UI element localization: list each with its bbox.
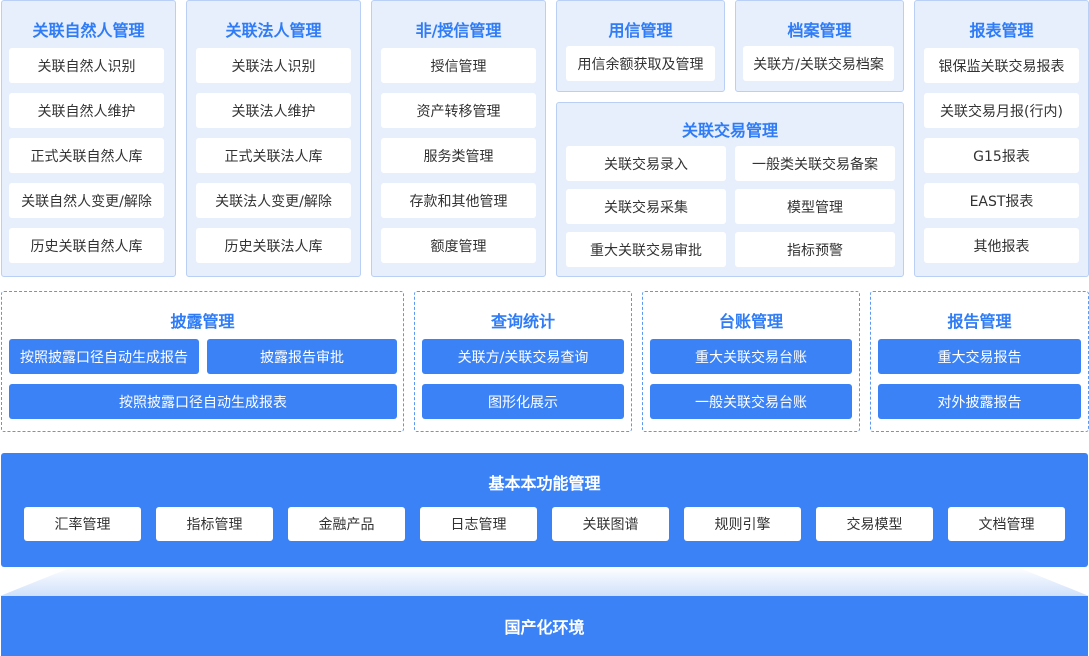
module-item[interactable]: 历史关联法人库 <box>196 228 351 263</box>
module-item[interactable]: 关联法人维护 <box>196 93 351 128</box>
module-title: 关联法人管理 <box>225 21 322 40</box>
module-item[interactable]: G15报表 <box>924 138 1079 173</box>
base-item[interactable]: 规则引擎 <box>684 507 801 541</box>
module-item[interactable]: 银保监关联交易报表 <box>924 48 1079 83</box>
base-item[interactable]: 文档管理 <box>948 507 1065 541</box>
module-item[interactable]: 正式关联法人库 <box>196 138 351 173</box>
module-title: 关联交易管理 <box>681 121 778 140</box>
module-item[interactable]: 对外披露报告 <box>878 384 1081 419</box>
module-credit: 非/授信管理 授信管理 资产转移管理 服务类管理 存款和其他管理 额度管理 <box>371 0 546 277</box>
base-item[interactable]: 交易模型 <box>816 507 933 541</box>
base-item[interactable]: 关联图谱 <box>552 507 669 541</box>
module-disclosure: 披露管理 按照披露口径自动生成报告 披露报告审批 按照披露口径自动生成报表 <box>1 291 404 432</box>
module-item[interactable]: 按照披露口径自动生成报告 <box>9 339 199 374</box>
module-item[interactable]: 服务类管理 <box>381 138 536 173</box>
module-legal-person: 关联法人管理 关联法人识别 关联法人维护 正式关联法人库 关联法人变更/解除 历… <box>186 0 361 277</box>
module-item[interactable]: 授信管理 <box>381 48 536 83</box>
module-item[interactable]: 重大关联交易审批 <box>566 232 726 267</box>
module-title: 报表管理 <box>969 21 1034 40</box>
base-functions-title: 基本本功能管理 <box>488 474 601 493</box>
module-item[interactable]: 存款和其他管理 <box>381 183 536 218</box>
environment-banner: 国产化环境 <box>1 596 1088 656</box>
module-item[interactable]: 历史关联自然人库 <box>9 228 164 263</box>
module-item[interactable]: 用信余额获取及管理 <box>566 46 715 81</box>
module-item[interactable]: 一般关联交易台账 <box>650 384 852 419</box>
module-reports: 报表管理 银保监关联交易报表 关联交易月报(行内) G15报表 EAST报表 其… <box>914 0 1089 277</box>
base-item[interactable]: 指标管理 <box>156 507 273 541</box>
module-query-stats: 查询统计 关联方/关联交易查询 图形化展示 <box>414 291 632 432</box>
module-item[interactable]: 关联法人识别 <box>196 48 351 83</box>
module-natural-person: 关联自然人管理 关联自然人识别 关联自然人维护 正式关联自然人库 关联自然人变更… <box>1 0 176 277</box>
module-item[interactable]: 关联方/关联交易档案 <box>743 46 894 81</box>
module-ledger: 台账管理 重大关联交易台账 一般关联交易台账 <box>642 291 860 432</box>
module-title: 台账管理 <box>718 312 783 331</box>
module-report-mgmt: 报告管理 重大交易报告 对外披露报告 <box>870 291 1089 432</box>
module-item[interactable]: 额度管理 <box>381 228 536 263</box>
module-title: 非/授信管理 <box>415 21 502 40</box>
module-item[interactable]: EAST报表 <box>924 183 1079 218</box>
module-item[interactable]: 正式关联自然人库 <box>9 138 164 173</box>
module-title: 档案管理 <box>787 21 852 40</box>
module-item[interactable]: 关联交易采集 <box>566 189 726 224</box>
base-item[interactable]: 日志管理 <box>420 507 537 541</box>
module-item[interactable]: 关联交易录入 <box>566 146 726 181</box>
module-item[interactable]: 按照披露口径自动生成报表 <box>9 384 397 419</box>
module-item[interactable]: 关联自然人识别 <box>9 48 164 83</box>
platform-top-surface <box>0 567 1089 596</box>
module-credit-usage: 用信管理 用信余额获取及管理 <box>556 0 725 92</box>
base-item[interactable]: 汇率管理 <box>24 507 141 541</box>
module-item[interactable]: 一般类关联交易备案 <box>735 146 895 181</box>
module-item[interactable]: 关联自然人变更/解除 <box>9 183 164 218</box>
module-related-transaction: 关联交易管理 关联交易录入 一般类关联交易备案 关联交易采集 模型管理 重大关联… <box>556 102 904 277</box>
module-item[interactable]: 披露报告审批 <box>207 339 397 374</box>
module-item[interactable]: 关联自然人维护 <box>9 93 164 128</box>
module-item[interactable]: 模型管理 <box>735 189 895 224</box>
module-item[interactable]: 关联交易月报(行内) <box>924 93 1079 128</box>
module-title: 关联自然人管理 <box>32 21 145 40</box>
module-item[interactable]: 资产转移管理 <box>381 93 536 128</box>
module-title: 报告管理 <box>947 312 1012 331</box>
module-item[interactable]: 重大关联交易台账 <box>650 339 852 374</box>
module-item[interactable]: 关联方/关联交易查询 <box>422 339 624 374</box>
module-title: 查询统计 <box>490 312 555 331</box>
base-item[interactable]: 金融产品 <box>288 507 405 541</box>
module-title: 用信管理 <box>608 21 673 40</box>
module-item[interactable]: 其他报表 <box>924 228 1079 263</box>
module-title: 披露管理 <box>170 312 235 331</box>
module-item[interactable]: 图形化展示 <box>422 384 624 419</box>
module-item[interactable]: 重大交易报告 <box>878 339 1081 374</box>
module-item[interactable]: 关联法人变更/解除 <box>196 183 351 218</box>
module-item[interactable]: 指标预警 <box>735 232 895 267</box>
module-archive: 档案管理 关联方/关联交易档案 <box>735 0 904 92</box>
